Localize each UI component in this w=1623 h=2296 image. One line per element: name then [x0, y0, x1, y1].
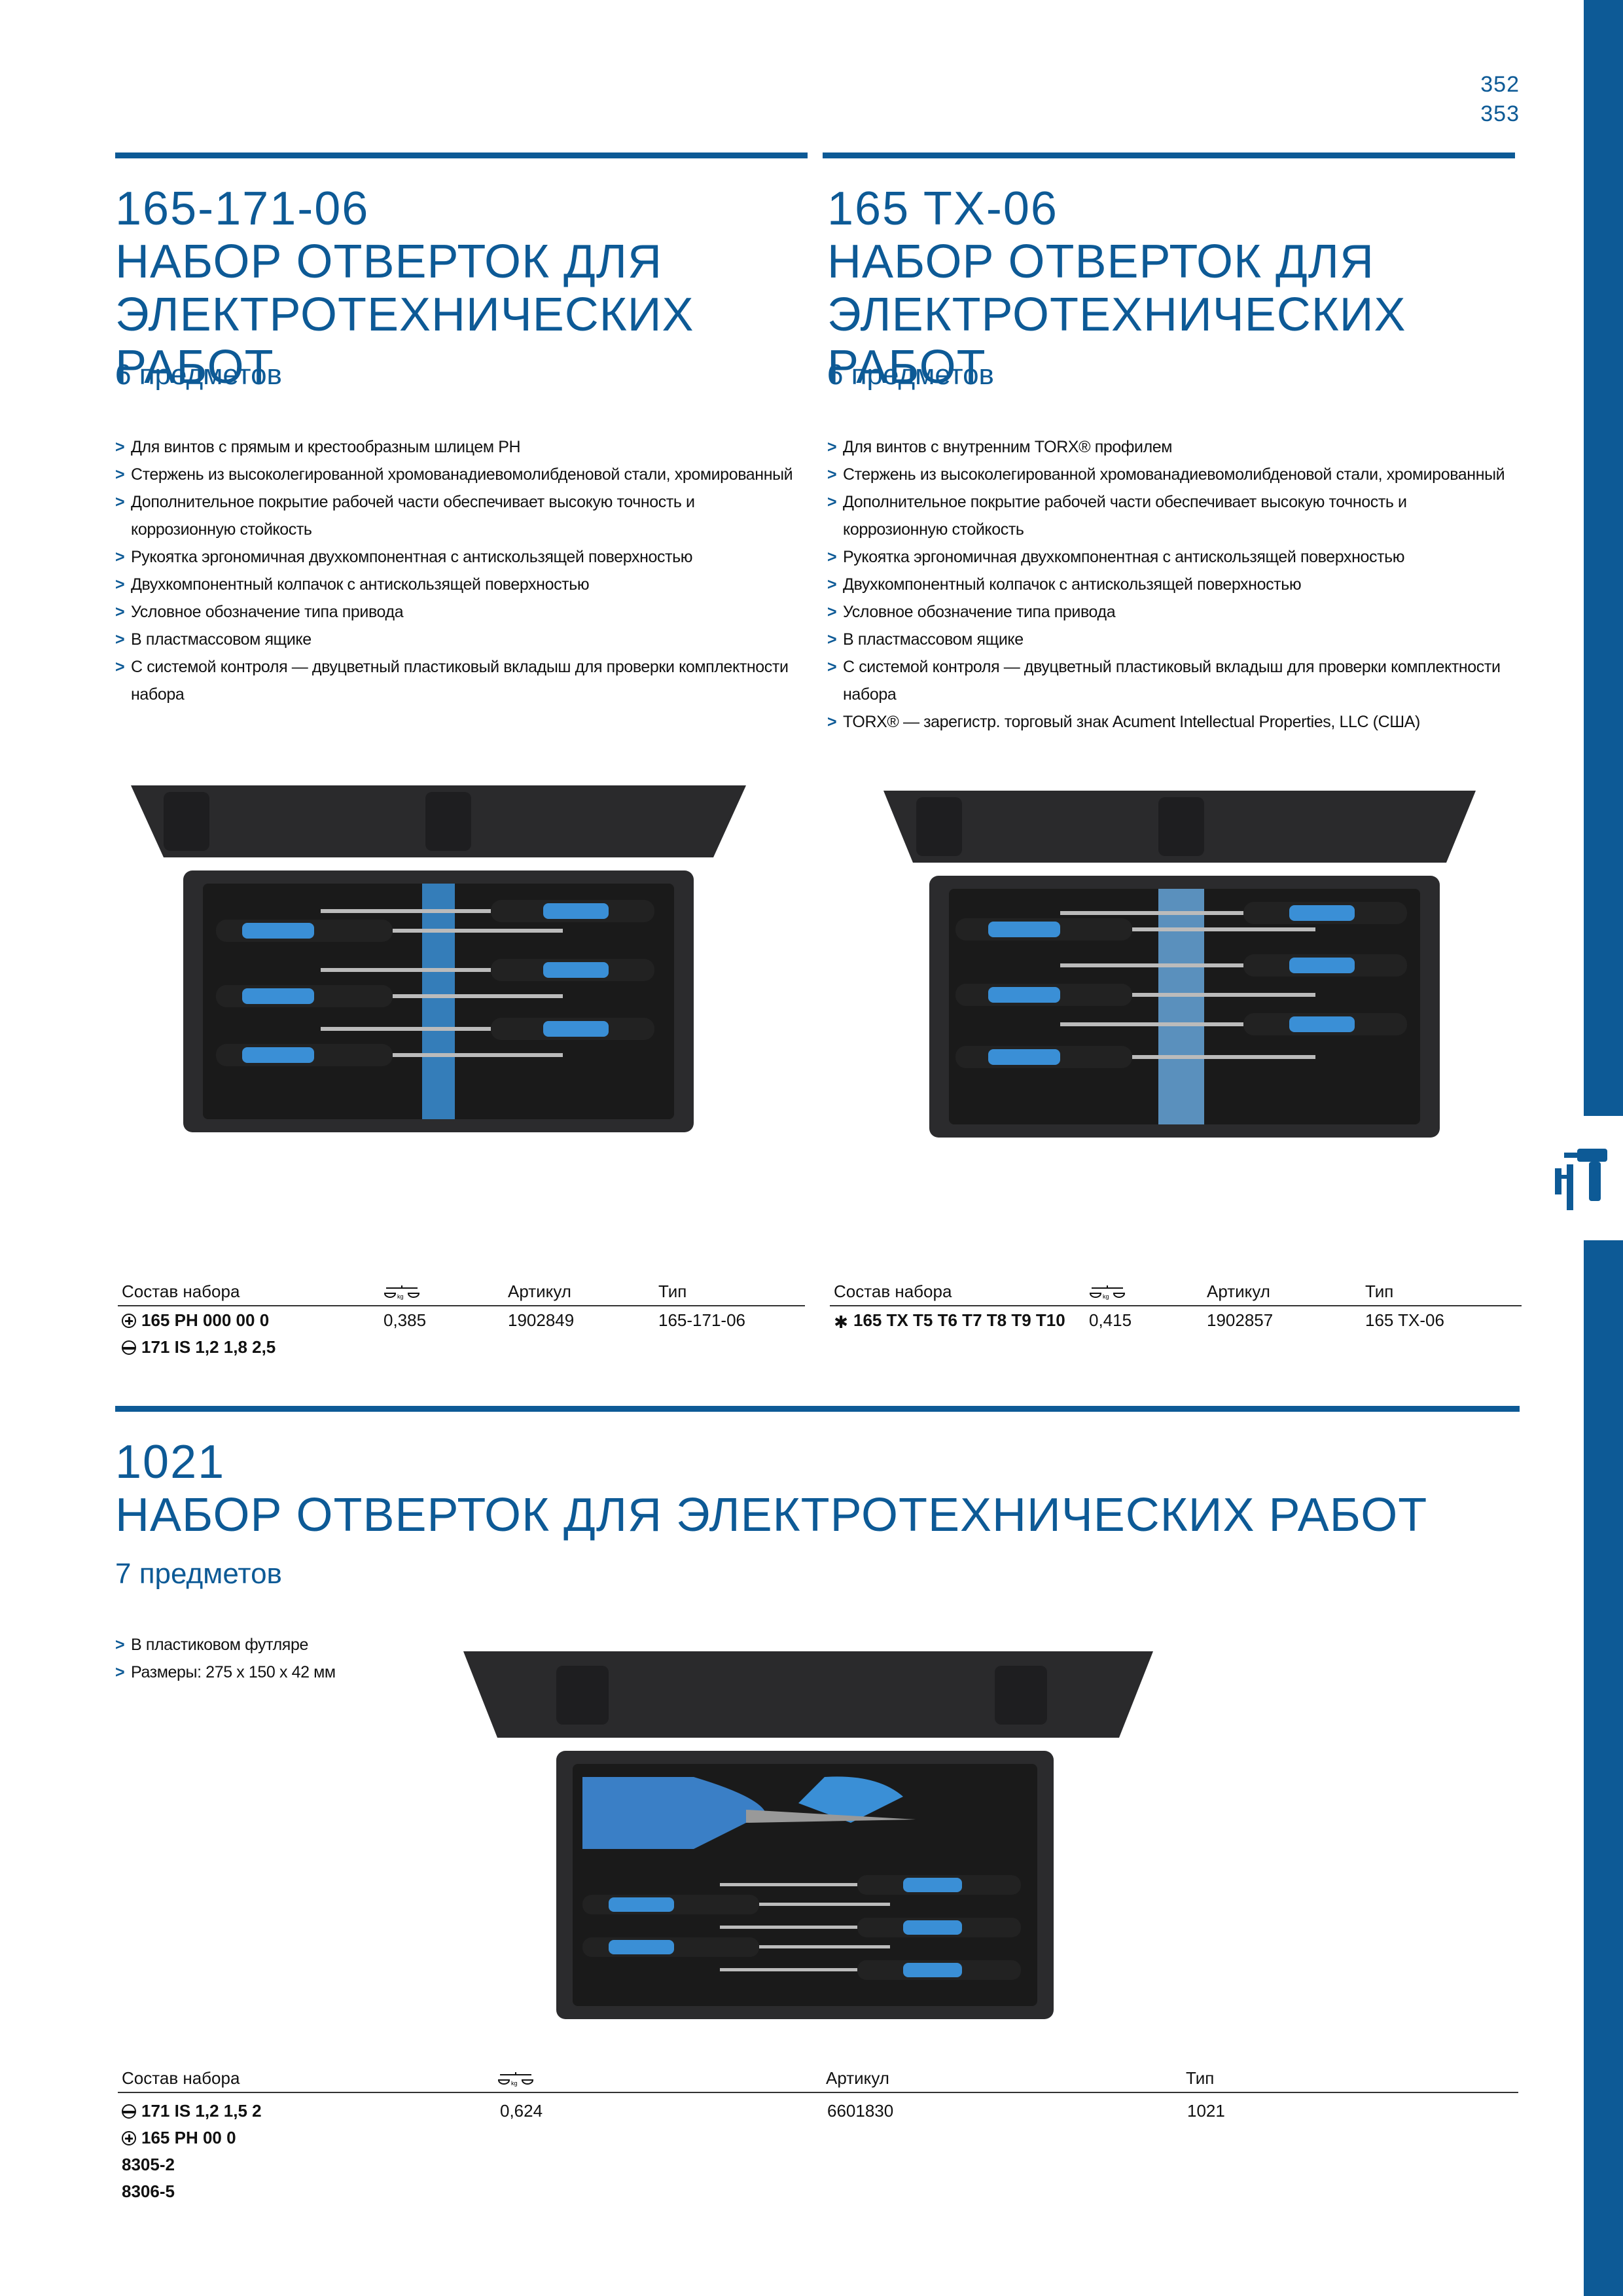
section-rule [115, 1406, 1520, 1412]
article-value: 6601830 [827, 2101, 894, 2121]
col-contents: Состав набора [122, 2068, 240, 2088]
table-row: 8306-5 [122, 2181, 175, 2201]
type-value: 165-171-06 [658, 1310, 745, 1330]
product-photo-torx-set [877, 784, 1479, 1144]
feature-item: В пластиковом футляре [115, 1631, 508, 1659]
product-code: 165-171-06 [115, 183, 370, 235]
feature-item: Рукоятка эргономичная двухкомпонентная с… [115, 543, 809, 571]
section-rule [115, 152, 808, 158]
weight-icon: kg [497, 2071, 534, 2091]
feature-item: Условное обозначение типа привода [827, 598, 1554, 626]
feature-item: Двухкомпонентный колпачок с антискользящ… [115, 571, 809, 598]
sidebar-bar-top [1584, 0, 1623, 1116]
table-header: Состав набора kg Артикул Тип [118, 1282, 805, 1306]
feature-item: Стержень из высоколегированной хромована… [827, 461, 1554, 488]
table-header: Состав набора kg Артикул Тип [830, 1282, 1522, 1306]
svg-text:kg: kg [511, 2080, 518, 2087]
table-row: 171 IS 1,2 1,5 2 [122, 2101, 262, 2121]
table-row: 165 PH 00 0 [122, 2128, 236, 2148]
feature-item: В пластмассовом ящике [115, 626, 809, 653]
table-row: 165 PH 000 00 0 [122, 1310, 269, 1331]
col-type: Тип [1186, 2068, 1215, 2088]
col-type: Тип [658, 1282, 687, 1301]
page-number-right: 353 [1480, 101, 1520, 126]
table-row: 8305-2 [122, 2155, 175, 2174]
product-photo-pliers-screwdriver-set [458, 1646, 1158, 2026]
feature-item: Дополнительное покрытие рабочей части об… [827, 488, 1432, 543]
product-code: 165 TX-06 [827, 183, 1058, 235]
feature-item: Стержень из высоколегированной хромована… [115, 461, 809, 488]
feature-list: В пластиковом футляре Размеры: 275 x 150… [115, 1631, 508, 1686]
feature-list: Для винтов с внутренним TORX® профилем С… [827, 433, 1554, 736]
svg-text:kg: kg [397, 1293, 404, 1300]
col-contents: Состав набора [122, 1282, 240, 1301]
table-row: 171 IS 1,2 1,8 2,5 [122, 1337, 276, 1357]
screwdriver-drill-icon [1551, 1142, 1616, 1214]
slot-icon [122, 1340, 136, 1355]
feature-item: Условное обозначение типа привода [115, 598, 809, 626]
torx-icon: ✱ [834, 1312, 848, 1332]
svg-text:kg: kg [1103, 1293, 1109, 1300]
product-qty: 6 предметов [827, 359, 994, 391]
weight-icon: kg [383, 1284, 420, 1304]
product-title: НАБОР ОТВЕРТОК ДЛЯ ЭЛЕКТРОТЕХНИЧЕСКИХ РА… [115, 236, 694, 394]
page-number-left: 352 [1480, 72, 1520, 97]
product-photo-screwdriver-set [124, 779, 753, 1139]
col-type: Тип [1365, 1282, 1394, 1301]
section-rule [823, 152, 1515, 158]
col-contents: Состав набора [834, 1282, 952, 1301]
product-qty: 6 предметов [115, 359, 282, 391]
feature-item: Для винтов с прямым и крестообразным шли… [115, 433, 809, 461]
phillips-icon [122, 2131, 136, 2145]
col-article: Артикул [508, 1282, 571, 1301]
col-article: Артикул [826, 2068, 889, 2088]
weight-icon: kg [1089, 1284, 1126, 1304]
type-value: 1021 [1187, 2101, 1225, 2121]
col-article: Артикул [1207, 1282, 1270, 1301]
slot-icon [122, 2104, 136, 2119]
sidebar-bar-bottom [1584, 1240, 1623, 2296]
feature-item: TORX® — зарегистр. торговый знак Acument… [827, 708, 1554, 736]
feature-item: С системой контроля — двуцветный пластик… [115, 653, 798, 708]
table-header: Состав набора kg Артикул Тип [118, 2068, 1518, 2093]
product-title: НАБОР ОТВЕРТОК ДЛЯ ЭЛЕКТРОТЕХНИЧЕСКИХ РА… [115, 1489, 1428, 1541]
article-value: 1902857 [1207, 1310, 1274, 1330]
table-row: ✱165 TX T5 T6 T7 T8 T9 T10 [834, 1310, 1065, 1332]
product-qty: 7 предметов [115, 1558, 282, 1590]
feature-item: Двухкомпонентный колпачок с антискользящ… [827, 571, 1554, 598]
feature-item: Размеры: 275 x 150 x 42 мм [115, 1659, 508, 1686]
feature-item: Рукоятка эргономичная двухкомпонентная с… [827, 543, 1554, 571]
weight-value: 0,624 [500, 2101, 543, 2121]
phillips-icon [122, 1314, 136, 1328]
product-title: НАБОР ОТВЕРТОК ДЛЯ ЭЛЕКТРОТЕХНИЧЕСКИХ РА… [827, 236, 1406, 394]
feature-item: Дополнительное покрытие рабочей части об… [115, 488, 720, 543]
feature-list: Для винтов с прямым и крестообразным шли… [115, 433, 809, 708]
feature-item: В пластмассовом ящике [827, 626, 1554, 653]
feature-item: С системой контроля — двуцветный пластик… [827, 653, 1554, 708]
product-code: 1021 [115, 1436, 226, 1488]
type-value: 165 TX-06 [1365, 1310, 1444, 1330]
weight-value: 0,385 [383, 1310, 427, 1330]
article-value: 1902849 [508, 1310, 575, 1330]
weight-value: 0,415 [1089, 1310, 1132, 1330]
feature-item: Для винтов с внутренним TORX® профилем [827, 433, 1554, 461]
